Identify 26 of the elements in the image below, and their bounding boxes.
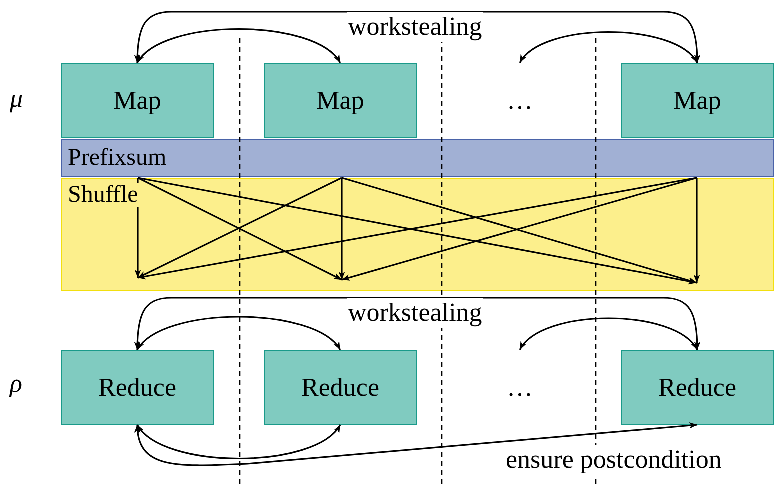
arrow [338, 178, 346, 280]
task-box: Reduce [621, 350, 774, 425]
arrow [136, 424, 342, 460]
annotation-text: workstealing [347, 12, 484, 42]
symbol-label: ρ [10, 369, 22, 399]
task-box: Map [621, 63, 774, 138]
ellipsis-text: … [480, 350, 560, 425]
band-label: Shuffle [67, 183, 140, 207]
annotation-text: ensure postcondition [505, 445, 723, 475]
task-box: Map [264, 63, 417, 138]
arrow [134, 297, 701, 350]
shuffle-band [61, 178, 774, 291]
arrow [136, 28, 342, 64]
arrow [134, 11, 701, 64]
symbol-label: μ [10, 84, 24, 114]
arrow [694, 178, 700, 283]
task-box: Reduce [61, 350, 214, 425]
task-box: Map [61, 63, 214, 138]
arrow [519, 32, 698, 64]
arrow [136, 316, 342, 351]
arrow [519, 318, 698, 350]
task-box: Reduce [264, 350, 417, 425]
ellipsis-text: … [480, 63, 560, 138]
arrow [134, 422, 698, 466]
prefixsum-band [61, 139, 774, 177]
annotation-text: workstealing [347, 298, 484, 328]
